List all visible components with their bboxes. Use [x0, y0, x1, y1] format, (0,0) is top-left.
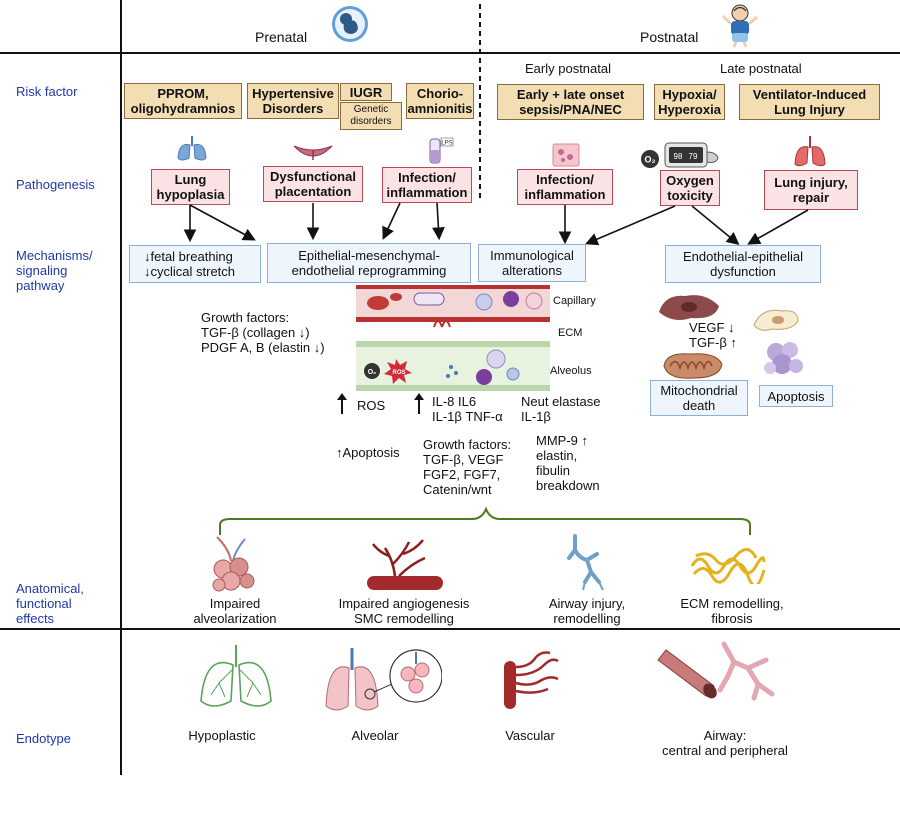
baby-icon [721, 4, 758, 48]
mitochondrion-icon [663, 353, 723, 379]
path-infection-prenatal: Infection/ inflammation [382, 167, 472, 203]
row-label-risk-factor: Risk factor [16, 84, 78, 99]
ros-label: ROS [357, 398, 386, 413]
placenta-icon [293, 145, 333, 160]
endotype-airway: Airway: central and peripheral [662, 728, 788, 758]
risk-iugr: IUGR [340, 83, 392, 101]
ros-up-arrow [337, 393, 347, 414]
path-dysfunctional-placentation: Dysfunctional placentation [263, 166, 363, 202]
row-label-mechanisms: Mechanisms/ signaling pathway [16, 248, 93, 293]
label-ecm: ECM [558, 327, 583, 339]
apoptotic-cell-icon [764, 342, 803, 374]
late-postnatal-header: Late postnatal [720, 61, 802, 76]
interleukins: IL-8 IL6 IL-1β TNF-α [432, 394, 503, 424]
postnatal-header: Postnatal [640, 29, 699, 45]
path-infection-postnatal: Infection/ inflammation [517, 169, 613, 205]
vegf-tgf: VEGF ↓ TGF-β ↑ [689, 320, 737, 350]
risk-sepsis: Early + late onset sepsis/PNA/NEC [497, 84, 644, 120]
o2-badge: O₂ [368, 369, 377, 376]
effect-airway: Airway injury, remodelling [548, 596, 626, 626]
endotype-vascular: Vascular [505, 728, 555, 743]
ros-badge: ROS [392, 370, 405, 376]
apoptosis-up: ↑Apoptosis [336, 445, 400, 460]
oximeter-value-2: 79 [689, 152, 698, 161]
mitochondrial-death: Mitochondrial death [650, 380, 748, 416]
airway-tube-icon [657, 641, 775, 701]
hypoplastic-lung-icon [200, 645, 272, 707]
apoptosis-box: Apoptosis [759, 385, 833, 407]
path-lung-hypoplasia: Lung hypoplasia [151, 169, 230, 205]
mech-endothelial: Endothelial-epithelial dysfunction [665, 245, 821, 283]
mech-fetal-breathing: ↓fetal breathing ↓cyclical stretch [129, 245, 261, 283]
lps-vial-icon: LPS [429, 137, 454, 164]
row-label-endotype: Endotype [16, 731, 71, 746]
cell-icon [659, 295, 719, 320]
growth-factors-collagen-elastin: Growth factors: TGF-β (collagen ↓) PDGF … [201, 310, 325, 355]
oximeter-value-1: 98 [674, 152, 683, 161]
endotype-divider [0, 628, 900, 630]
oxygen-icon: O₂ [641, 150, 659, 168]
fetus-icon [332, 6, 368, 42]
risk-hypertensive: Hypertensive Disorders [247, 83, 339, 119]
top-divider [0, 52, 900, 54]
early-postnatal-header: Early postnatal [525, 61, 611, 76]
oxygen-icon-label: O₂ [645, 155, 656, 165]
il-up-arrow [414, 393, 424, 414]
label-capillary: Capillary [553, 295, 596, 307]
vascular-icon [504, 651, 559, 709]
risk-chorioamnionitis: Chorio- amnionitis [406, 83, 474, 119]
effects-brace [219, 506, 751, 535]
row-label-anatomical: Anatomical, functional effects [16, 581, 84, 626]
blood-vessel-icon [367, 539, 443, 590]
endotype-hypoplastic: Hypoplastic [188, 728, 256, 743]
row-label-pathogenesis: Pathogenesis [16, 177, 95, 192]
fibrosis-icon [690, 548, 766, 584]
arrows-pathogenesis [183, 202, 809, 246]
risk-pprom: PPROM, oligohydramnios [124, 83, 242, 119]
lps-label: LPS [441, 141, 452, 147]
injured-lung-icon [794, 136, 826, 167]
left-divider [120, 0, 122, 775]
prenatal-header: Prenatal [255, 29, 308, 45]
risk-genetic: Genetic disorders [340, 102, 402, 130]
alveoli-icon [212, 536, 255, 592]
label-alveolus: Alveolus [550, 365, 592, 377]
neut-elastase: Neut elastase IL-1β [521, 394, 601, 424]
mmp9: MMP-9 ↑ elastin, fibulin breakdown [536, 433, 600, 493]
lungs-icon [177, 136, 207, 161]
mech-emt: Epithelial-mesenchymal- endothelial repr… [267, 243, 471, 283]
pulse-oximeter-icon: 98 79 [664, 142, 719, 168]
growth-factors-tgf-vegf: Growth factors: TGF-β, VEGF FGF2, FGF7, … [423, 437, 512, 497]
elongated-cell-icon [753, 309, 799, 331]
effect-alveolarization: Impaired alveolarization [193, 596, 277, 626]
alveolar-lung-icon [325, 648, 442, 711]
risk-hypoxia: Hypoxia/ Hyperoxia [654, 84, 725, 120]
capillary-alveolus-illustration: O₂ ROS [356, 285, 550, 391]
effect-ecm: ECM remodelling, fibrosis [680, 596, 784, 626]
risk-vili: Ventilator-Induced Lung Injury [739, 84, 880, 120]
mech-immunological: Immunological alterations [478, 244, 586, 282]
path-oxygen-toxicity: Oxygen toxicity [660, 170, 720, 206]
effect-angiogenesis: Impaired angiogenesis SMC remodelling [338, 596, 470, 626]
path-lung-injury: Lung injury, repair [764, 170, 858, 210]
airway-icon [567, 534, 604, 591]
endotype-alveolar: Alveolar [351, 728, 399, 743]
petri-dish-icon [552, 143, 580, 167]
